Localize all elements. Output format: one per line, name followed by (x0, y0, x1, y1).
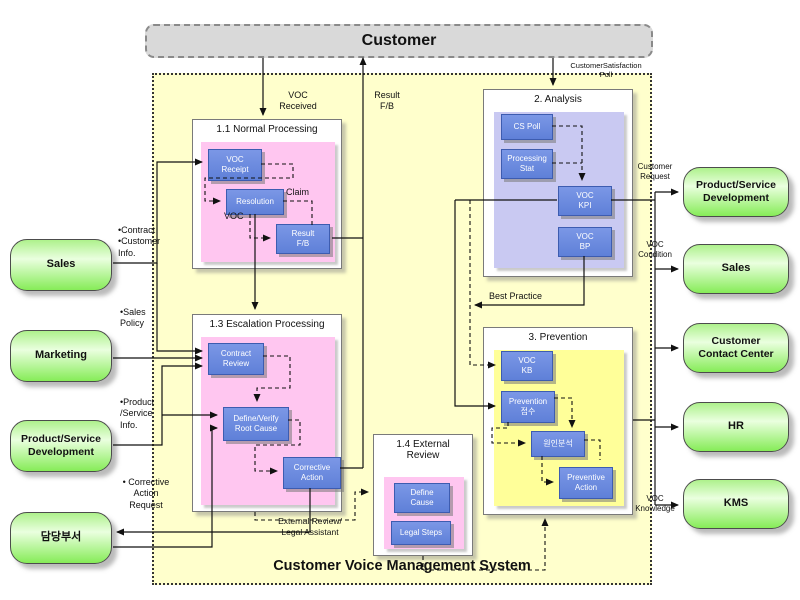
node-marketing: Marketing (10, 330, 112, 382)
step-cause-analysis: 원인분석 (531, 431, 585, 457)
section-normal-title: 1.1 Normal Processing (216, 124, 318, 135)
node-product-service-dev-left: Product/Service Development (10, 420, 112, 472)
label-corrective-action-request: • Corrective Action Request (122, 477, 170, 510)
section-prevention: 3. Prevention VOC KB Prevention 접수 원인분석 … (483, 327, 633, 515)
customer-node: Customer (145, 24, 653, 58)
label-best-practice: Best Practice (489, 291, 543, 301)
label-customer-request: Customer Request (637, 162, 673, 181)
node-damdang-buseo: 담당부서 (10, 512, 112, 564)
section-external-review: 1.4 External Review Define Cause Legal S… (373, 434, 473, 556)
label-product-service-info: •Product /Service Info. (120, 397, 155, 430)
step-voc-receipt: VOC Receipt (208, 149, 262, 181)
step-result-fb: Result F/B (276, 224, 330, 254)
step-voc-bp: VOC BP (558, 227, 612, 257)
label-voc-knowledge: VOC Knowledge (635, 494, 675, 513)
node-customer-contact-center: Customer Contact Center (683, 323, 789, 373)
label-external-review-legal: External Review/ Legal Assistant (278, 516, 342, 537)
node-kms: KMS (683, 479, 789, 529)
step-preventive-action: Preventive Action (559, 467, 613, 499)
label-claim: Claim (286, 187, 310, 197)
section-normal-processing: 1.1 Normal Processing VOC Receipt Resolu… (192, 119, 342, 269)
section-analysis-title: 2. Analysis (534, 94, 582, 105)
step-define-cause: Define Cause (394, 483, 450, 513)
section-escalation-processing: 1.3 Escalation Processing Contract Revie… (192, 314, 342, 512)
step-voc-kpi: VOC KPI (558, 186, 612, 216)
label-result-fb-flow: Result F/B (374, 90, 400, 112)
label-voc: VOC (224, 211, 244, 221)
node-product-service-dev-right: Product/Service Development (683, 167, 789, 217)
node-sales-left: Sales (10, 239, 112, 291)
section-escalation-title: 1.3 Escalation Processing (209, 319, 325, 330)
step-corrective-action: Corrective Action (283, 457, 341, 489)
node-hr: HR (683, 402, 789, 452)
step-root-cause: Define/Verify Root Cause (223, 407, 289, 441)
label-customer-satisfaction-poll: CustomerSatisfaction Poll (570, 61, 642, 80)
label-sales-policy: •Sales Policy (120, 307, 146, 329)
step-legal-steps: Legal Steps (391, 521, 451, 545)
section-analysis: 2. Analysis CS Poll Processing Stat VOC … (483, 89, 633, 277)
label-voc-condition: VOC Condition (638, 240, 672, 259)
label-voc-received: VOC Received (279, 90, 317, 112)
step-contract-review: Contract Review (208, 343, 264, 375)
step-voc-kb: VOC KB (501, 351, 553, 381)
step-cs-poll: CS Poll (501, 114, 553, 140)
node-sales-right: Sales (683, 244, 789, 294)
section-external-title: 1.4 External Review (396, 439, 450, 461)
customer-label: Customer (361, 32, 437, 49)
system-title: Customer Voice Management System (273, 558, 531, 574)
step-processing-stat: Processing Stat (501, 149, 553, 179)
label-contract-customer-info: •Contract •Customer Info. (118, 225, 161, 258)
section-prevention-title: 3. Prevention (528, 332, 588, 343)
step-prevention-intake: Prevention 접수 (501, 391, 555, 423)
